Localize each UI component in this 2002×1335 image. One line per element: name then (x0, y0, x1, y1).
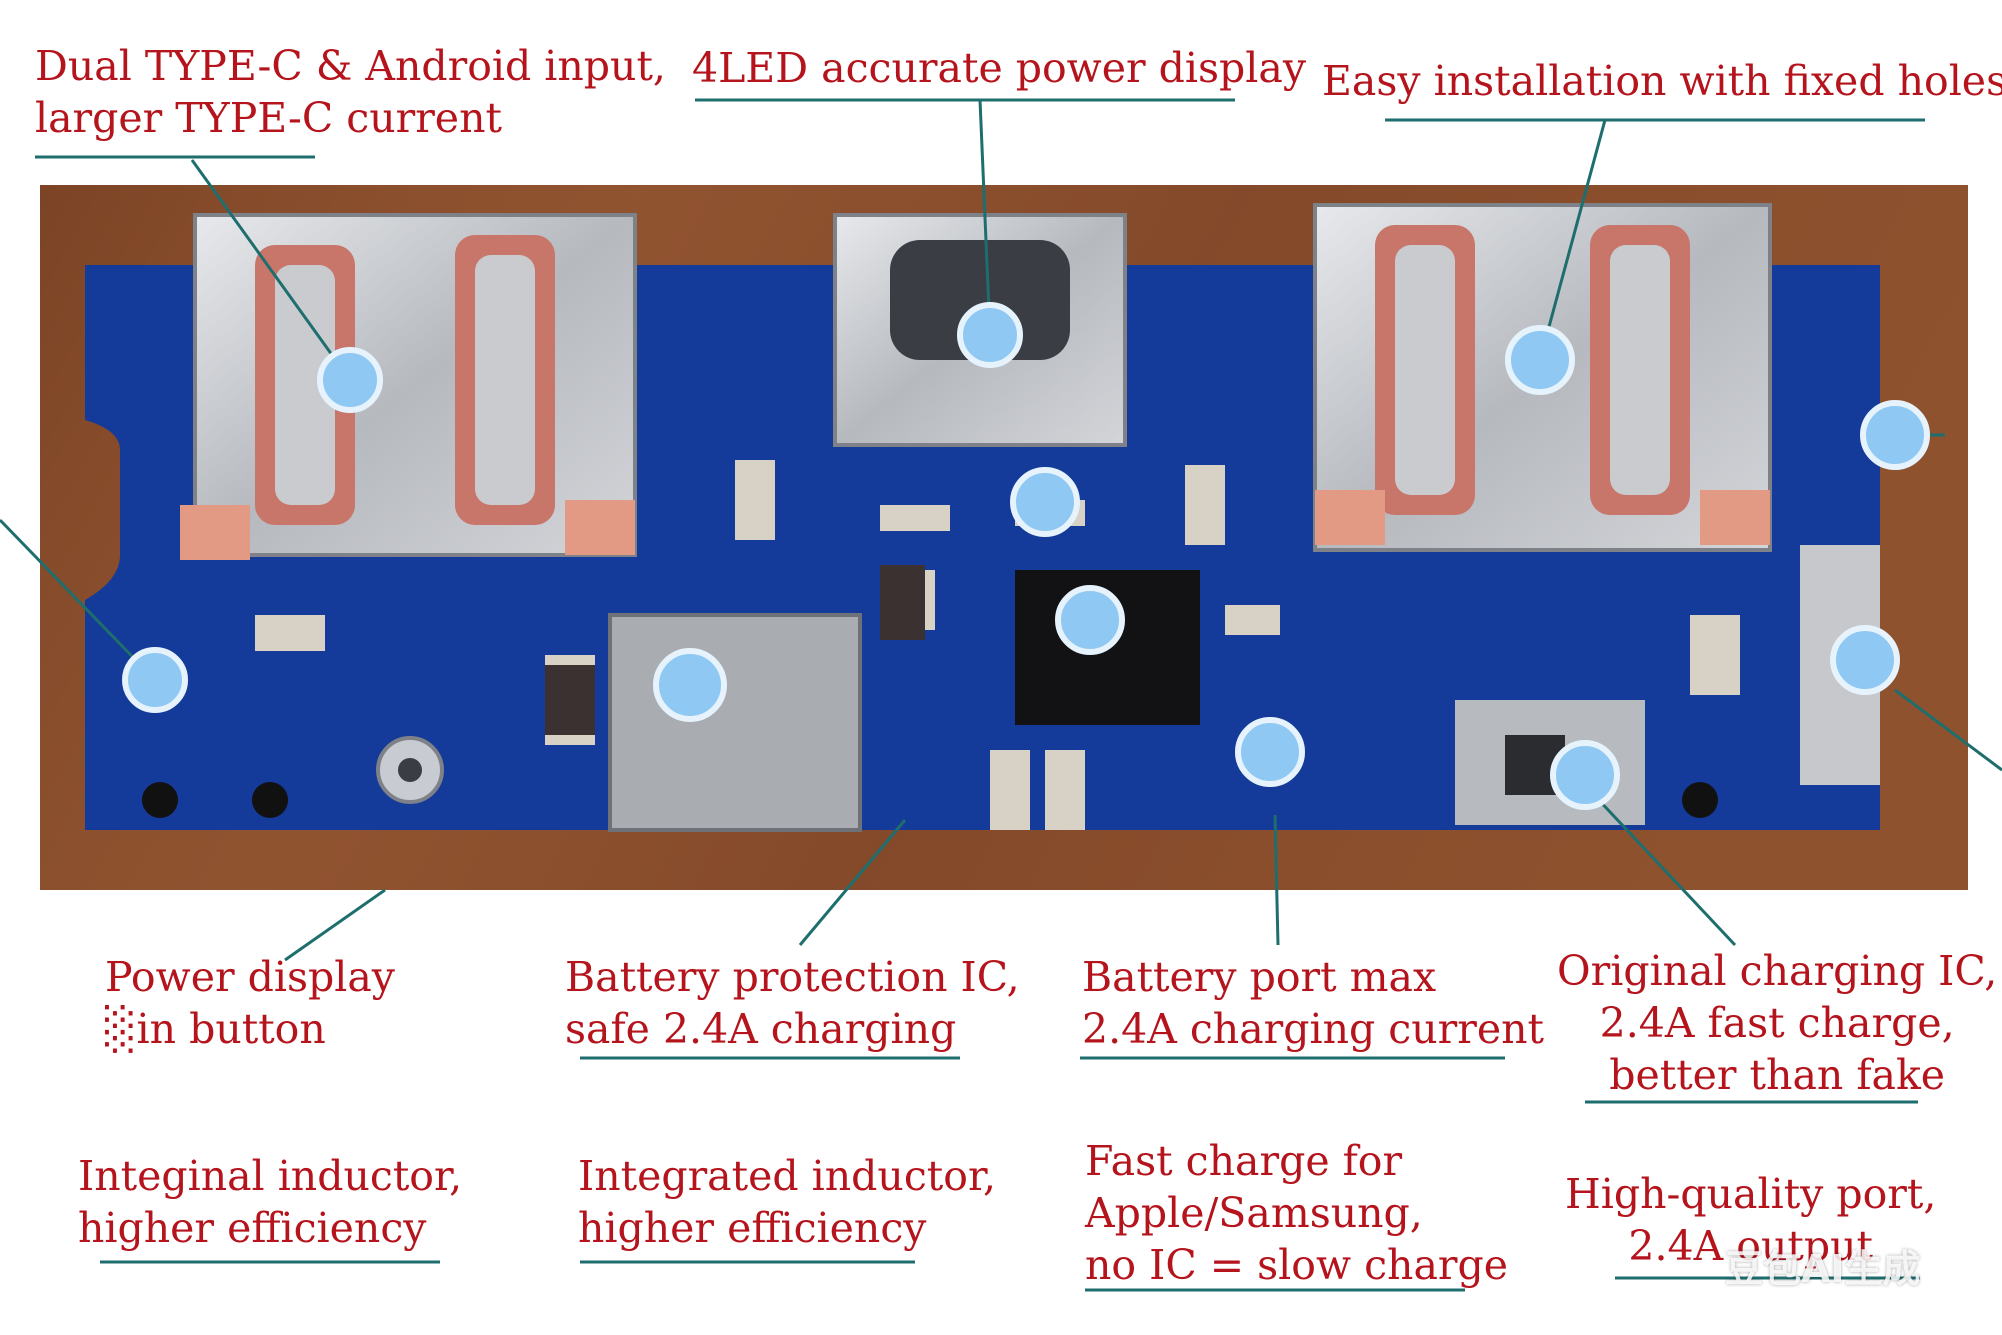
callout-battery-port: Battery port max 2.4A charging current (1082, 953, 1545, 1053)
callout-power-display: Power display ░in button (105, 953, 395, 1053)
leader-lines (0, 99, 2002, 962)
marker-ic-top (1010, 467, 1080, 537)
callout-dual-input: Dual TYPE-C & Android input, larger TYPE… (35, 42, 666, 142)
marker-installation (1505, 325, 1575, 395)
highlight-markers (122, 302, 1930, 810)
callout-charging-ic: Original charging IC, 2.4A fast charge, … (1557, 947, 1998, 1099)
callout-led-display: 4LED accurate power display (692, 44, 1307, 92)
callout-protection-ic: Battery protection IC, safe 2.4A chargin… (565, 953, 1020, 1053)
callout-fast-charge: Fast charge for Apple/Samsung, no IC = s… (1085, 1137, 1508, 1289)
marker-switch (1550, 740, 1620, 810)
callout-inductor-2: Integrated inductor, higher efficiency (578, 1152, 997, 1252)
inductor (608, 613, 862, 832)
marker-ic-center (1055, 585, 1125, 655)
label-underlines (35, 98, 1925, 1292)
callout-inductor-1: Integinal inductor, higher efficiency (78, 1152, 463, 1252)
marker-led (957, 302, 1023, 368)
marker-side-button (1830, 625, 1900, 695)
marker-power-button (122, 647, 188, 713)
marker-dual-input (317, 347, 383, 413)
marker-right-edge (1860, 400, 1930, 470)
watermark: 豆包AI生成 (1725, 1247, 1921, 1291)
callout-hq-port: High-quality port, 2.4A output (1565, 1170, 1937, 1270)
callout-installation: Easy installation with fixed holes (1322, 57, 2002, 105)
marker-battery-port (1235, 717, 1305, 787)
marker-inductor (653, 648, 727, 722)
